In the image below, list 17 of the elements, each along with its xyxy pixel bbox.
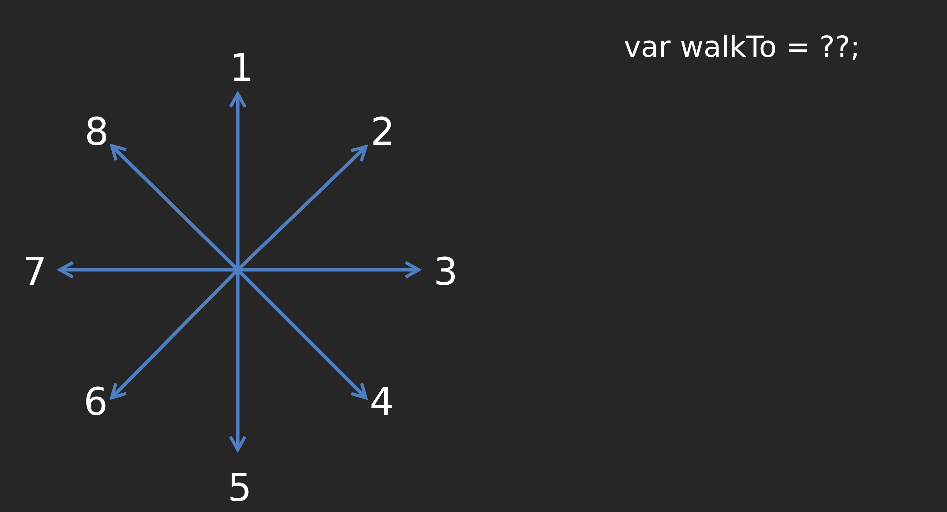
arrow (58, 261, 238, 279)
arrow (229, 92, 247, 270)
direction-number: 3 (431, 250, 461, 294)
arrow (110, 144, 240, 272)
arrow (238, 261, 421, 279)
direction-number: 7 (20, 250, 50, 294)
arrow (229, 270, 247, 452)
arrow (236, 145, 368, 272)
direction-number: 8 (82, 110, 112, 154)
direction-number: 5 (225, 466, 255, 510)
direction-number: 1 (227, 46, 257, 90)
code-text: var walkTo = ??; (624, 30, 860, 64)
direction-number: 2 (368, 110, 398, 154)
direction-number: 6 (81, 380, 111, 424)
arrow (110, 268, 240, 400)
arrow (236, 268, 368, 400)
direction-number: 4 (367, 380, 397, 424)
